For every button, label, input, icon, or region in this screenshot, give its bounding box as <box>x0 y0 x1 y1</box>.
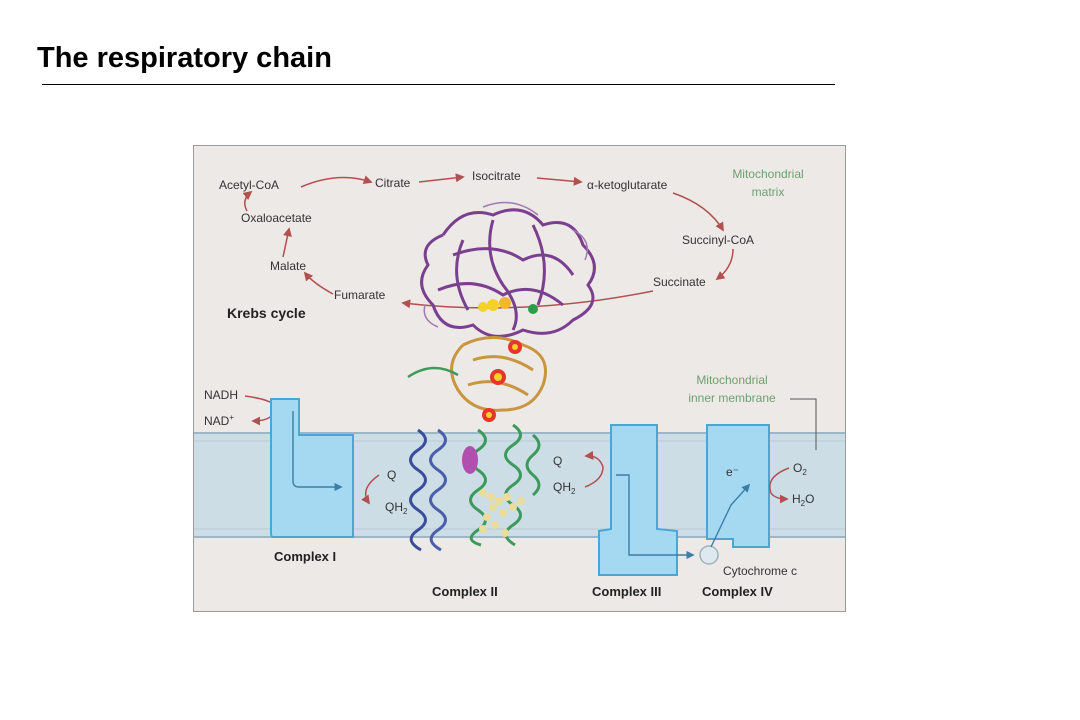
complex-i: Complex I <box>270 398 354 564</box>
citrate-label: Citrate <box>375 176 411 190</box>
quinone-left: Q QH2 <box>361 468 408 516</box>
svg-text:O2: O2 <box>793 461 807 477</box>
nad-label: NAD+ <box>204 413 234 428</box>
svg-text:Mitochondrial: Mitochondrial <box>696 373 767 387</box>
svg-text:Cytochrome c: Cytochrome c <box>723 564 797 578</box>
svg-text:QH2: QH2 <box>385 500 408 516</box>
complex-i-label: Complex I <box>274 549 336 564</box>
svg-text:H2O: H2O <box>792 492 814 508</box>
electron-label: e⁻ <box>726 465 739 479</box>
succinyl-coa-label: Succinyl-CoA <box>682 233 754 247</box>
slide-title: The respiratory chain <box>37 42 332 74</box>
acetyl-coa-label: Acetyl-CoA <box>219 178 279 192</box>
malate-label: Malate <box>270 259 306 273</box>
complex-iv-label: Complex IV <box>702 584 773 599</box>
krebs-cycle-label: Krebs cycle <box>227 305 306 321</box>
nadh-reaction: NADH NAD+ <box>204 388 277 428</box>
svg-text:matrix: matrix <box>752 185 785 199</box>
succinate-label: Succinate <box>653 275 706 289</box>
complex-iii: Complex III <box>592 424 695 599</box>
inner-membrane-label: Mitochondrial inner membrane <box>688 373 817 450</box>
complex-iii-label: Complex III <box>592 584 661 599</box>
complex-ii-label: Complex II <box>432 584 498 599</box>
complex-iv: e⁻ Complex IV <box>702 424 773 599</box>
svg-text:Q: Q <box>387 468 396 482</box>
complex-ii-structure: Complex II <box>407 201 596 599</box>
oxaloacetate-label: Oxaloacetate <box>241 211 312 225</box>
quinone-right: Q QH2 <box>553 450 604 496</box>
oxygen-reduction: O2 H2O <box>769 461 814 508</box>
nadh-label: NADH <box>204 388 238 402</box>
svg-text:QH2: QH2 <box>553 480 576 496</box>
fumarate-label: Fumarate <box>334 288 386 302</box>
svg-text:Mitochondrial: Mitochondrial <box>732 167 803 181</box>
krebs-cycle: Acetyl-CoA Citrate Isocitrate α-ketoglut… <box>219 169 754 321</box>
isocitrate-label: Isocitrate <box>472 169 521 183</box>
alpha-ketoglutarate-label: α-ketoglutarate <box>587 178 668 192</box>
svg-text:Q: Q <box>553 454 562 468</box>
cytochrome-c: Cytochrome c <box>699 545 797 578</box>
title-underline <box>42 84 835 85</box>
matrix-label: Mitochondrial matrix <box>732 167 803 199</box>
svg-text:inner membrane: inner membrane <box>688 391 776 405</box>
respiratory-chain-figure: Acetyl-CoA Citrate Isocitrate α-ketoglut… <box>193 145 846 612</box>
diagram-canvas: Acetyl-CoA Citrate Isocitrate α-ketoglut… <box>193 145 846 612</box>
